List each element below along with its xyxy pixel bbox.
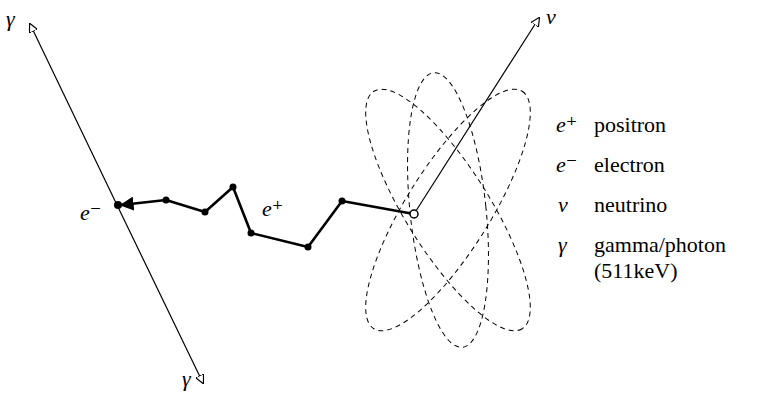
legend-text: gamma/photon (511keV) [594,232,744,284]
gamma-ray [117,205,203,383]
legend-text: positron [594,112,666,138]
gamma-label: γ [182,366,191,392]
legend-text: neutrino [594,192,667,218]
legend-symbol: ν [558,192,568,218]
neutrino-label: ν [546,4,556,30]
positron-path [121,187,414,247]
scatter-points [114,184,346,251]
legend-symbol: e⁺ [556,112,577,138]
legend-text: electron [594,152,665,178]
gamma-ray [30,24,117,205]
atom-orbits [338,69,558,351]
gamma-label: γ [6,6,15,32]
electron-label: e⁻ [80,200,101,226]
positron-label: e⁺ [262,196,283,222]
legend-symbol: γ [558,232,567,258]
legend-symbol: e⁻ [556,152,577,178]
decay-nucleus [410,210,418,218]
neutrino-track [414,18,539,214]
